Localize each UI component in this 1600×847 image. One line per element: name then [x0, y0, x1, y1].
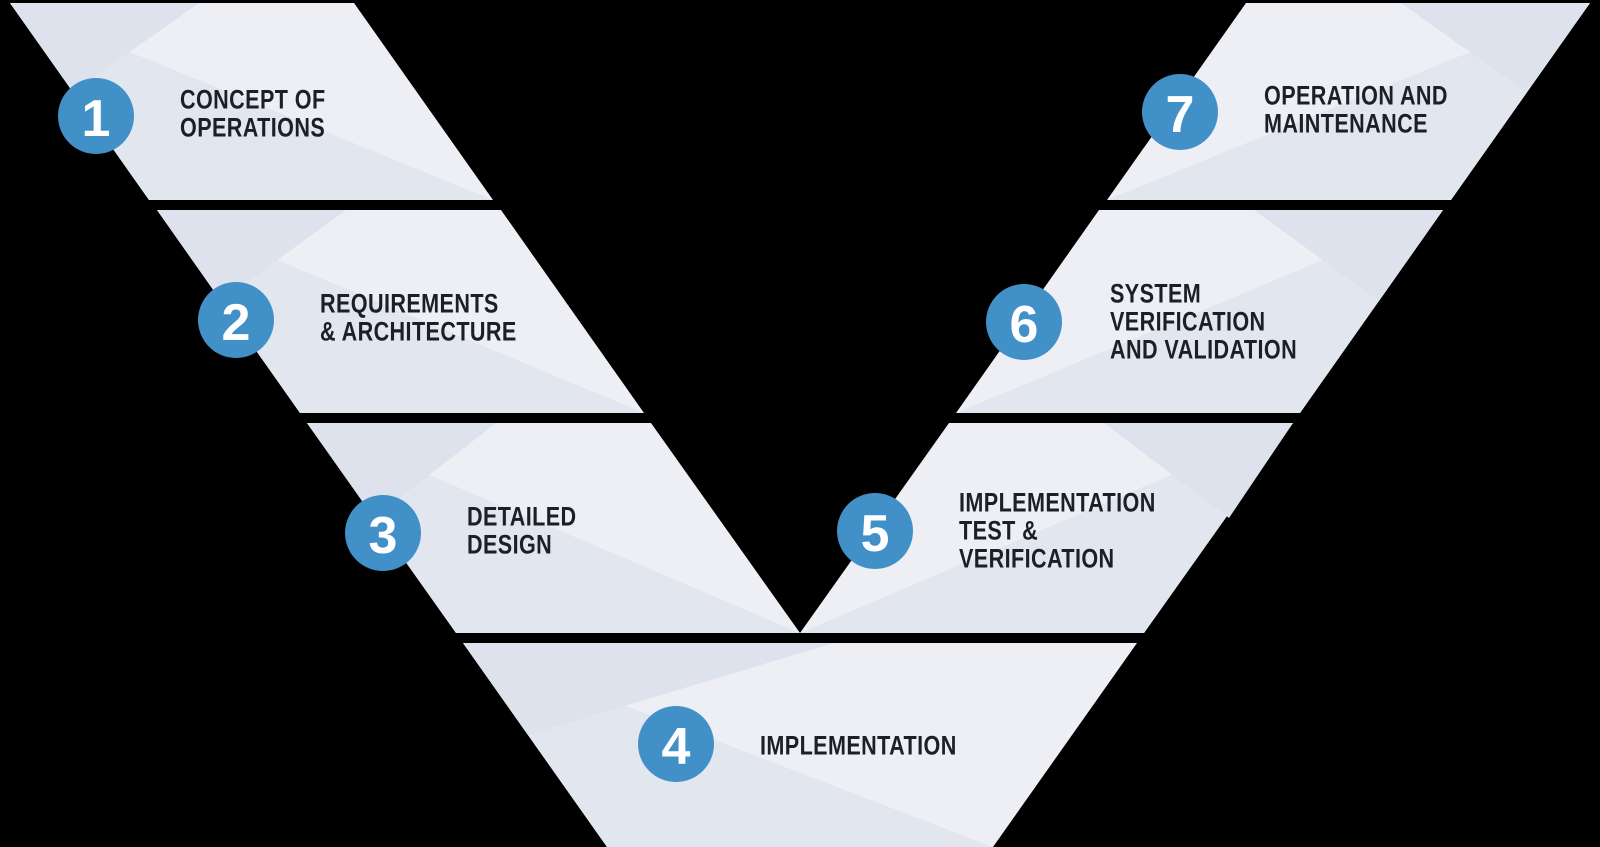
stage-5: 5 IMPLEMENTATION TEST & VERIFICATION: [800, 423, 1293, 633]
stage-4-number-badge: [638, 706, 714, 782]
stage-1: 1 CONCEPT OF OPERATIONS: [10, 3, 493, 200]
stage-2-label-line-1: REQUIREMENTS: [320, 289, 499, 319]
stage-5-number-badge: [837, 493, 913, 569]
stage-2-facet-wedge: [157, 210, 346, 301]
stage-3-facet-shade: [307, 423, 800, 633]
stage-7-label-line-1: OPERATION AND: [1264, 81, 1448, 111]
stage-1-number-badge: [58, 78, 134, 154]
stage-3: 3 DETAILED DESIGN: [307, 423, 800, 633]
stage-4: 4 IMPLEMENTATION: [463, 643, 1137, 847]
stage-5-facet-wedge: [1104, 423, 1293, 518]
stage-7-facet-wedge: [1401, 3, 1590, 92]
stage-7-label-line-2: MAINTENANCE: [1264, 109, 1428, 139]
stage-5-label-line-3: VERIFICATION: [959, 544, 1115, 574]
stage-6-label-line-2: VERIFICATION: [1110, 307, 1266, 337]
stage-7-facet-shade: [1107, 3, 1590, 200]
stage-2-facet-shade: [157, 210, 644, 413]
stage-5-number: 5: [861, 505, 890, 563]
stage-3-number: 3: [369, 507, 398, 565]
stage-5-label-line-2: TEST &: [959, 516, 1038, 546]
stage-1-facet-wedge: [10, 3, 199, 92]
stage-5-label-line-1: IMPLEMENTATION: [959, 488, 1156, 518]
stage-6-label-line-3: AND VALIDATION: [1110, 335, 1297, 365]
stage-1-facet-shade: [10, 3, 493, 200]
stage-2: 2 REQUIREMENTS & ARCHITECTURE: [157, 210, 644, 413]
stage-7-number: 7: [1166, 86, 1195, 144]
stage-6-label-line-1: SYSTEM: [1110, 279, 1201, 309]
stage-7: 7 OPERATION AND MAINTENANCE: [1107, 3, 1590, 200]
stage-4-label-line-1: IMPLEMENTATION: [760, 731, 957, 761]
stage-6-facet-wedge: [1254, 210, 1443, 301]
stage-4-facet-wedge: [463, 643, 834, 735]
stage-3-label-line-2: DESIGN: [467, 530, 552, 560]
stage-6: 6 SYSTEM VERIFICATION AND VALIDATION: [956, 210, 1443, 413]
stage-7-number-badge: [1142, 74, 1218, 150]
stage-3-label-line-1: DETAILED: [467, 502, 577, 532]
stage-2-label-line-2: & ARCHITECTURE: [320, 317, 517, 347]
stage-1-label-line-2: OPERATIONS: [180, 113, 325, 143]
stage-3-facet-wedge: [307, 423, 496, 518]
stage-4-number: 4: [662, 718, 691, 776]
stage-6-facet-shade: [956, 210, 1443, 413]
stage-1-label-line-1: CONCEPT OF: [180, 85, 326, 115]
stage-1-number: 1: [82, 90, 111, 148]
stage-2-number: 2: [222, 294, 251, 352]
stage-3-number-badge: [345, 495, 421, 571]
stage-2-number-badge: [198, 282, 274, 358]
stage-6-number: 6: [1010, 296, 1039, 354]
stage-5-facet-shade: [800, 423, 1293, 633]
stage-6-number-badge: [986, 284, 1062, 360]
